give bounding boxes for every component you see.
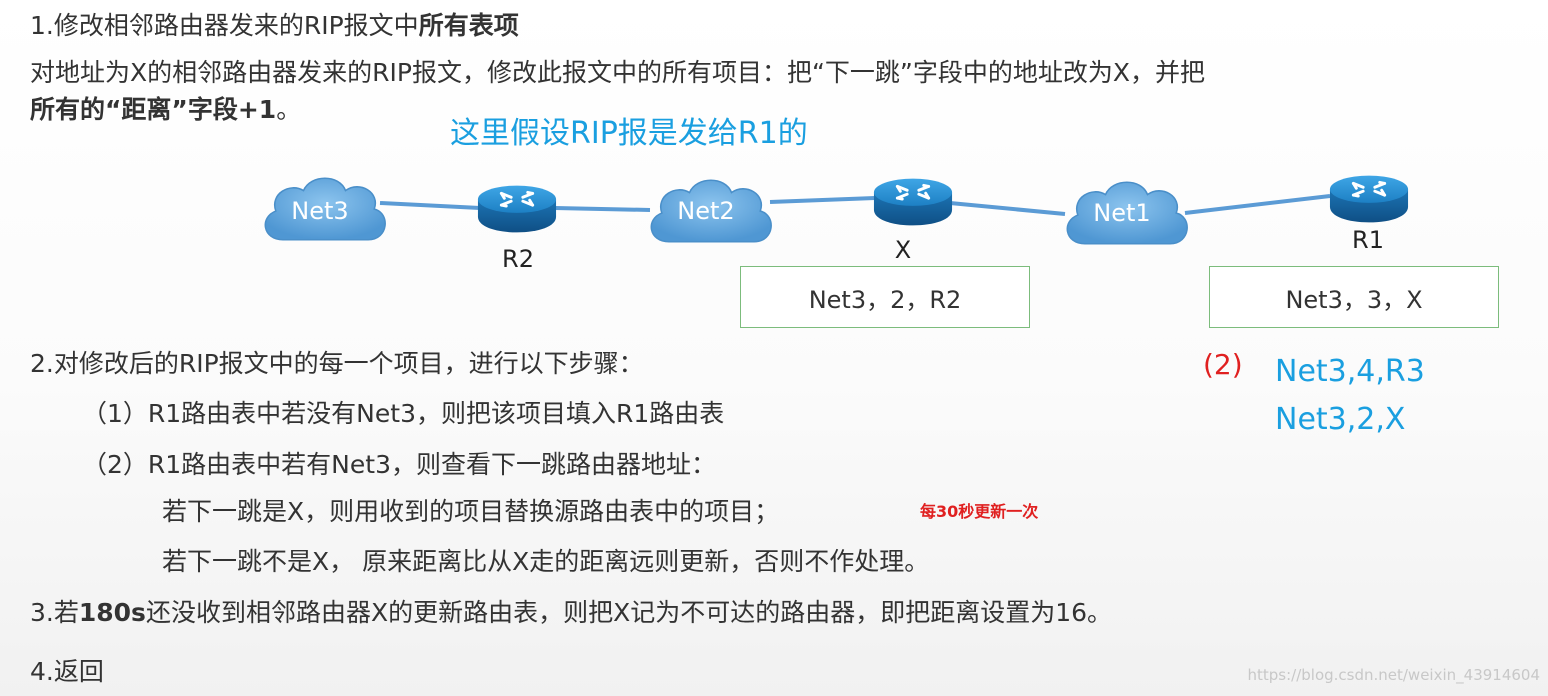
update-interval-note: 每30秒更新一次 [920,502,1039,521]
router-icon [1328,174,1410,224]
step-4: 4.返回 [30,657,104,686]
heading-line-2: 对地址为X的相邻路由器发来的RIP报文，修改此报文中的所有项目：把“下一跳”字段… [30,58,1205,87]
heading-line-3: 所有的“距离”字段+1。 [30,90,301,126]
step-2-sub-2a: 若下一跳是X，则用收到的项目替换源路由表中的项目； [162,497,780,526]
step-2-sub-2: （2）R1路由表中若有Net3，则查看下一跳路由器地址： [82,450,716,479]
router-icon [872,177,954,227]
heading-line-1: 1.修改相邻路由器发来的RIP报文中所有表项 [30,6,519,42]
step-2-sub-2b: 若下一跳不是X， 原来距离比从X走的距离远则更新，否则不作处理。 [162,547,930,576]
router-x-label: X [895,236,911,264]
link-r2-net2 [554,206,651,212]
cloud-net1: Net1 [1066,181,1188,245]
assumption-note: 这里假设RIP报是发给R1的 [450,116,808,151]
router-r2-label: R2 [502,245,534,273]
watermark: https://blog.csdn.net/weixin_43914604 [1247,666,1540,684]
heading-line-3-tail: 。 [276,95,302,124]
cloud-net2-label: Net2 [677,197,734,225]
step-3-prefix: 3.若 [30,598,79,627]
cloud-net1-label: Net1 [1093,199,1150,227]
routing-entry-r1: Net3，3，X [1209,266,1499,328]
step-3-bold: 180s [78,598,146,627]
step-2: 2.对修改后的RIP报文中的每一个项目，进行以下步骤： [30,349,644,378]
router-r2: R2 [476,184,558,273]
routing-entry-x: Net3，2，R2 [740,266,1030,328]
step-3-suffix: 还没收到相邻路由器X的更新路由表，则把X记为不可达的路由器，即把距离设置为16。 [145,598,1113,627]
cloud-net3-label: Net3 [291,197,348,225]
link-lines [379,194,1331,216]
link-net3-r2 [379,201,481,210]
cloud-net3: Net3 [264,177,386,241]
router-r1-label: R1 [1352,226,1384,254]
router-x: X [872,177,954,264]
link-x-net1 [949,201,1066,216]
router-icon [476,184,558,234]
link-net2-x [769,196,876,204]
heading-line-3-bold: 所有的“距离”字段+1 [30,95,277,124]
step-2-sub-1: （1）R1路由表中若没有Net3，则把该项目填入R1路由表 [82,399,725,428]
step-3: 3.若180s还没收到相邻路由器X的更新路由表，则把X记为不可达的路由器，即把距… [30,593,1112,629]
link-net1-r1 [1184,194,1331,215]
cloud-net2: Net2 [650,179,772,243]
side-note-line-1: Net3,4,R3 [1275,354,1425,389]
side-note-label: (2) [1203,348,1243,381]
router-r1: R1 [1328,174,1410,254]
side-note-line-2: Net3,2,X [1275,402,1406,437]
heading-line-1-text: 1.修改相邻路由器发来的RIP报文中 [30,11,419,40]
heading-line-1-bold: 所有表项 [418,11,519,40]
